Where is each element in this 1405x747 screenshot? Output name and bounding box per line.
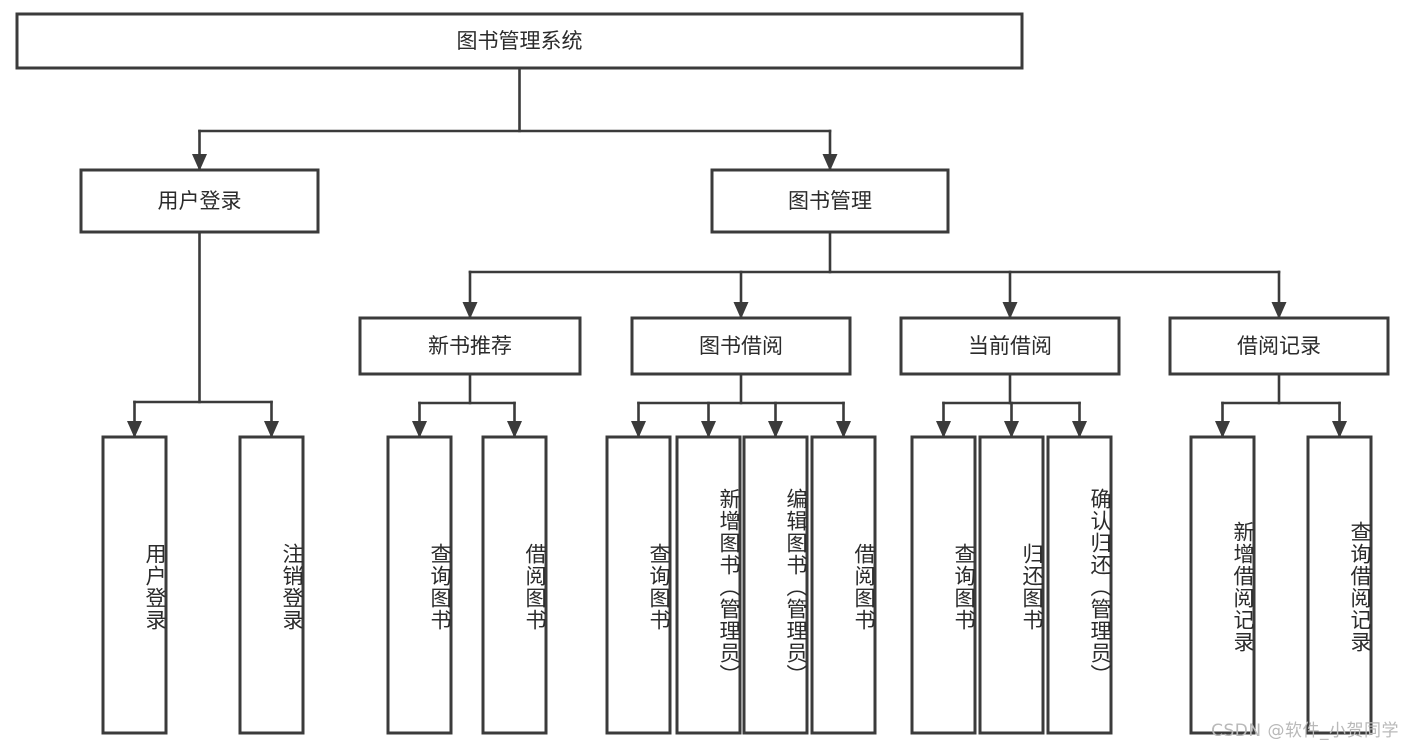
node-box-borrow-record[interactable] [1168,316,1390,376]
node-box-leaf-query-book-3[interactable] [910,435,977,735]
node-box-new-book-rec[interactable] [358,316,582,376]
arrow-head-icon [264,421,279,438]
node-box-leaf-edit-book[interactable] [742,435,809,735]
node-box-leaf-user-logout[interactable] [238,435,305,735]
arrow-head-icon [1271,302,1287,319]
watermark: CSDN @软件_小贺同学 [1211,721,1399,741]
node-label-current-borrow: 当前借阅 [968,334,1052,358]
arrow-head-icon [412,421,427,438]
node-box-leaf-query-book-1[interactable] [386,435,453,735]
arrow-head-icon [127,421,142,438]
node-label-new-book-rec: 新书推荐 [428,334,512,358]
arrow-head-icon [1072,421,1087,438]
arrow-head-icon [822,154,838,171]
node-box-book-manage[interactable] [710,168,950,234]
edges-layer [127,66,1347,438]
arrow-head-icon [631,421,646,438]
node-box-current-borrow[interactable] [899,316,1121,376]
arrow-head-icon [192,154,207,171]
arrow-head-icon [768,421,783,438]
node-box-book-borrow[interactable] [630,316,852,376]
arrow-head-icon [507,421,522,438]
arrow-head-icon [1332,421,1347,438]
node-box-leaf-borrow-book-2[interactable] [810,435,877,735]
node-label-book-manage: 图书管理 [788,189,872,213]
arrow-head-icon [733,302,749,319]
arrow-head-icon [1002,302,1018,319]
node-box-user-login[interactable] [79,168,320,234]
node-box-leaf-return-book[interactable] [978,435,1045,735]
node-label-borrow-record: 借阅记录 [1237,334,1321,358]
arrow-head-icon [1004,421,1019,438]
node-label-book-borrow: 图书借阅 [699,334,783,358]
node-box-leaf-query-record[interactable] [1306,435,1373,735]
node-box-leaf-add-record[interactable] [1189,435,1256,735]
arrow-head-icon [936,421,951,438]
node-box-leaf-add-book[interactable] [675,435,742,735]
node-box-leaf-user-login[interactable] [101,435,168,735]
node-label-user-login: 用户登录 [158,189,242,213]
arrow-head-icon [701,421,716,438]
boxes-layer [15,12,1390,735]
node-box-leaf-borrow-book-1[interactable] [481,435,548,735]
node-label-root: 图书管理系统 [457,29,583,53]
node-box-root[interactable] [15,12,1024,70]
arrow-head-icon [1215,421,1230,438]
arrow-head-icon [462,302,478,319]
node-box-leaf-confirm-return[interactable] [1046,435,1113,735]
node-box-leaf-query-book-2[interactable] [605,435,672,735]
arrow-head-icon [836,421,851,438]
